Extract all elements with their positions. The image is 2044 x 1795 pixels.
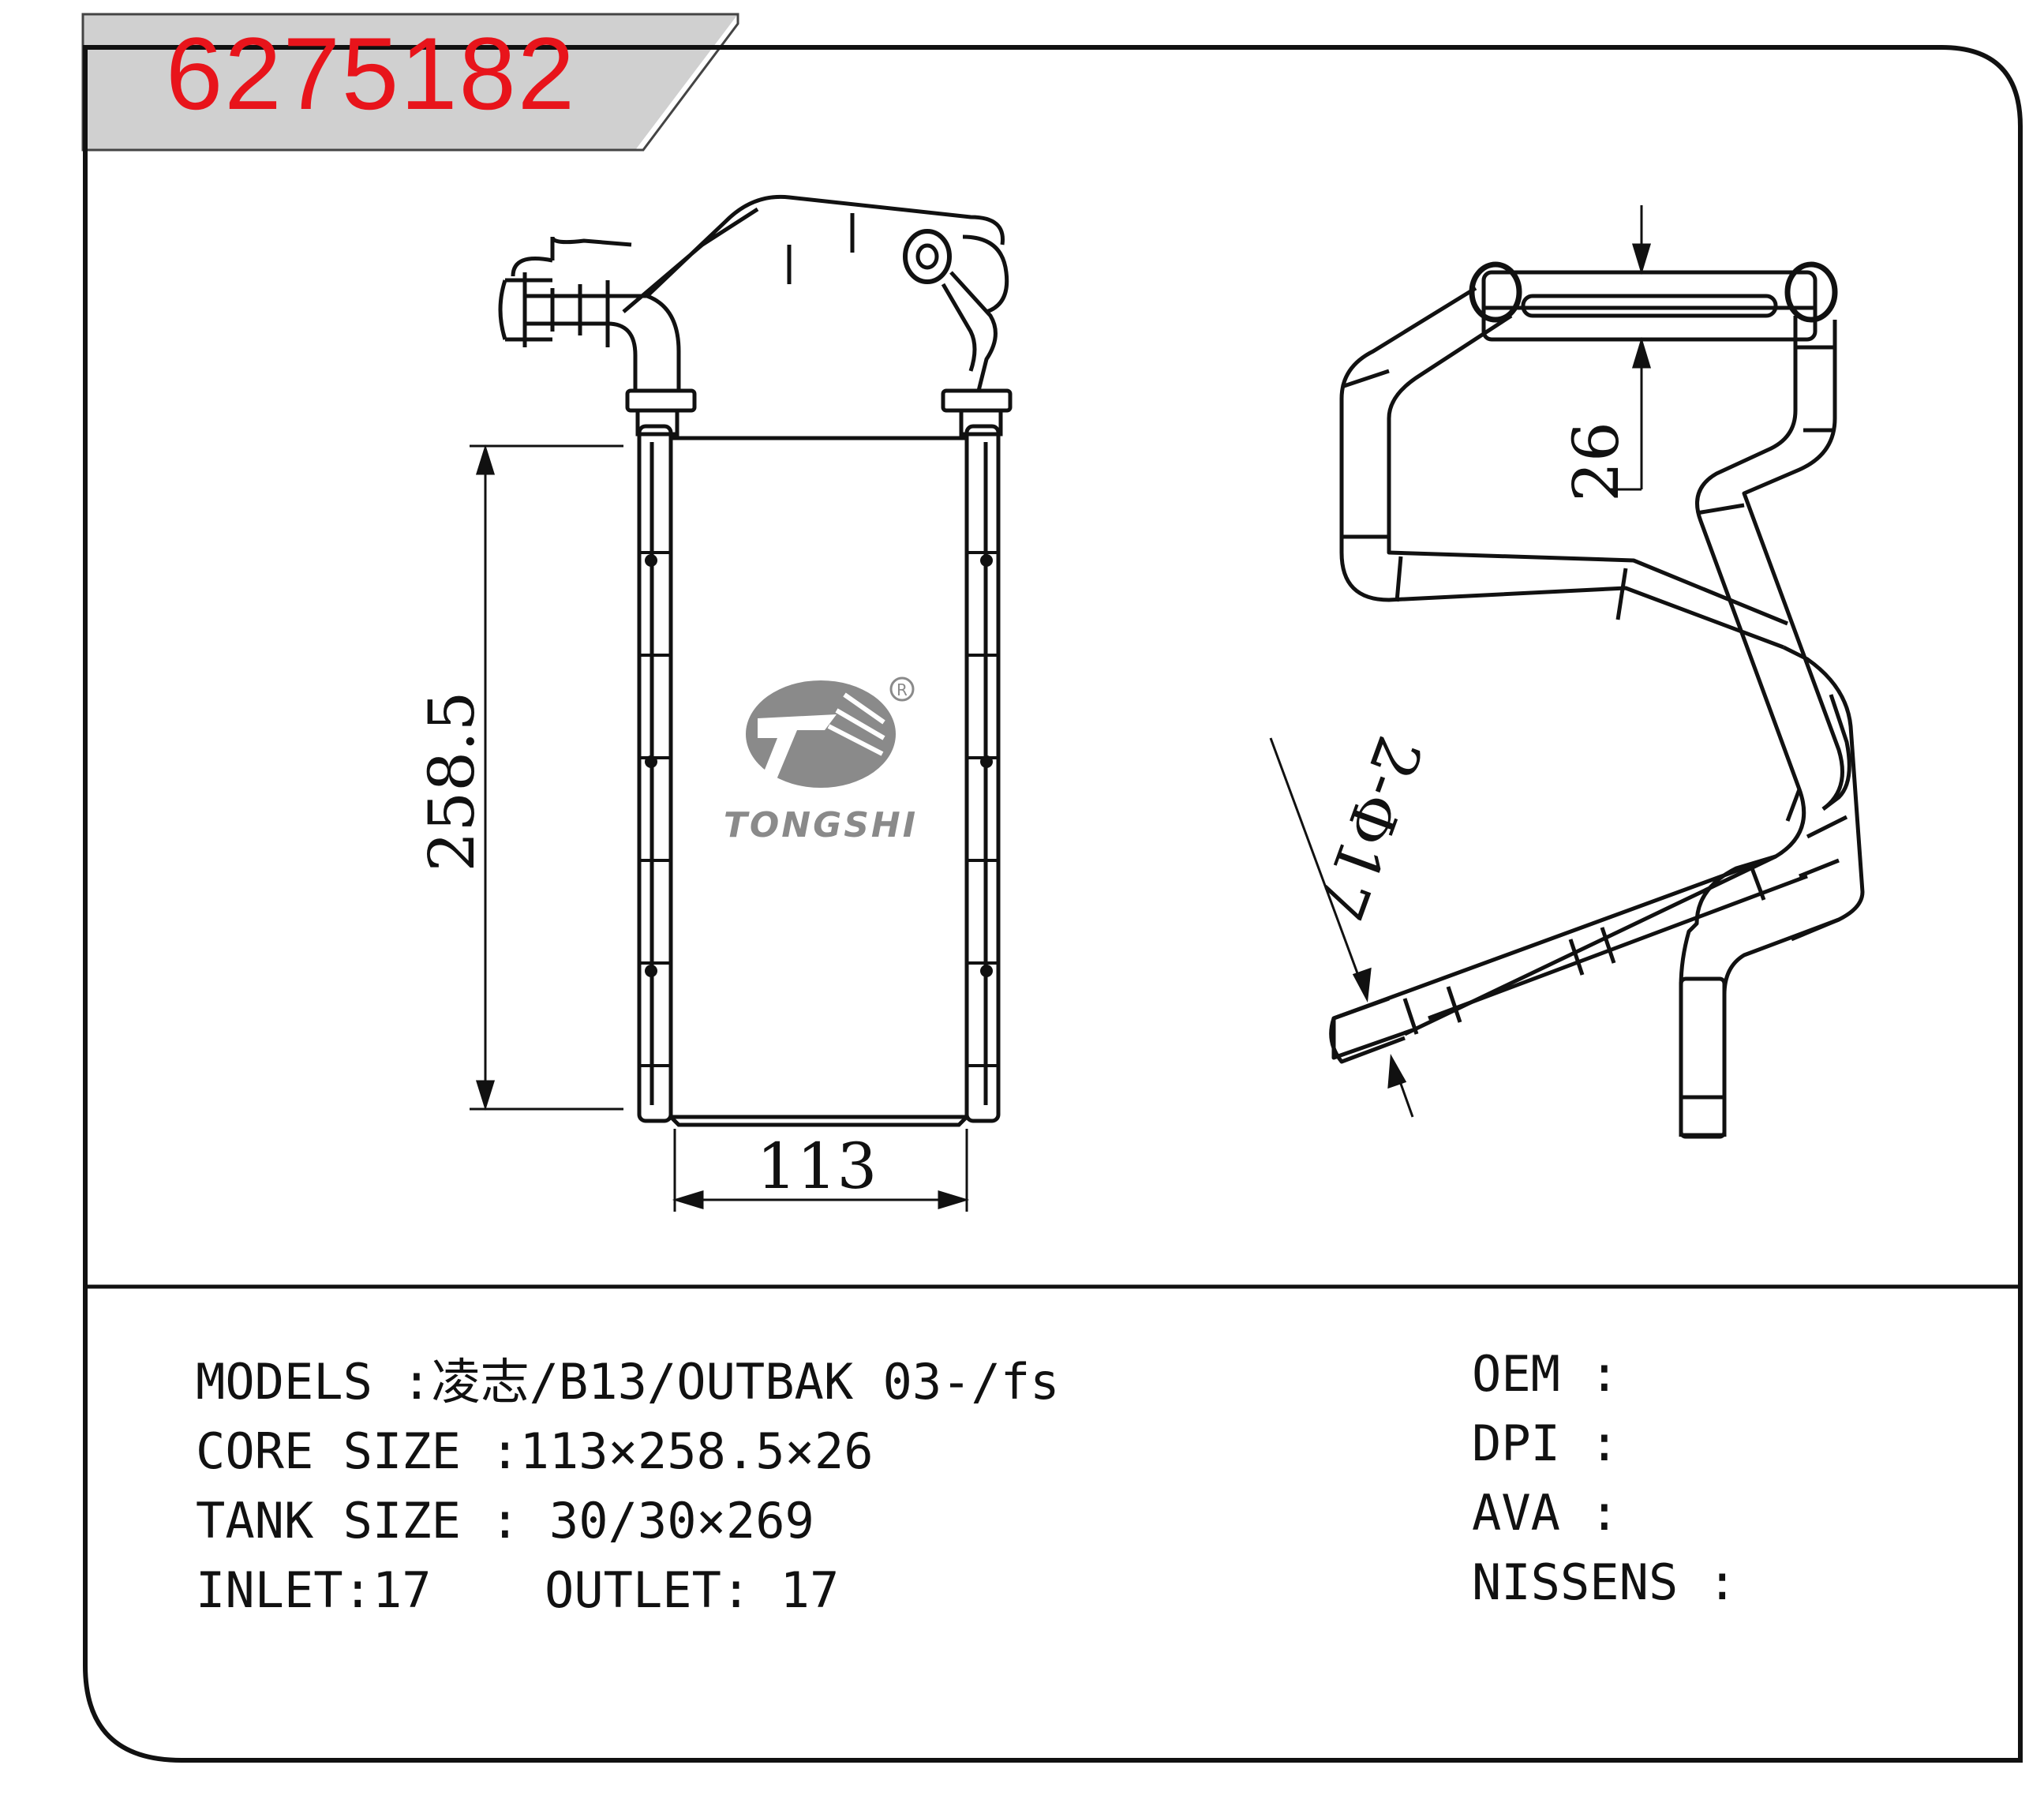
brand-name: TONGSHI <box>724 805 918 845</box>
xref-ava: AVA : <box>1472 1484 1619 1542</box>
front-dimensions <box>470 444 970 1212</box>
side-pipe-a <box>1339 286 1788 650</box>
front-view <box>498 194 1013 1127</box>
spec-models: MODELS :凌志/B13/OUTBAK 03-/fs <box>196 1353 1060 1411</box>
registered-mark: R <box>897 680 908 699</box>
front-pipe-upper <box>622 194 1005 313</box>
left-tank <box>637 424 673 1123</box>
core-depth-label: 26 <box>1559 422 1633 502</box>
xref-dpi: DPI : <box>1472 1415 1619 1472</box>
core-width-label: 113 <box>757 1130 878 1203</box>
xref-oem: OEM : <box>1472 1345 1619 1403</box>
front-pipe-left <box>525 294 681 391</box>
spec-tank-size: TANK SIZE : 30/30×269 <box>196 1492 814 1550</box>
side-outlet-pipe <box>1331 789 1808 1060</box>
registered-mark-icon <box>889 676 915 702</box>
tank-clips <box>639 551 998 1067</box>
spec-outlet: OUTLET: 17 <box>545 1561 840 1619</box>
xref-nissens: NISSENS : <box>1472 1553 1737 1611</box>
core-height-label: 258.5 <box>415 691 489 871</box>
pipe-diameter-callout: 2-Φ17 <box>1303 727 1434 929</box>
part-number: 6275182 <box>166 16 577 131</box>
spec-core-size: CORE SIZE :113×258.5×26 <box>196 1422 874 1480</box>
side-pipe-b <box>1403 316 1844 1036</box>
side-view <box>1329 261 1865 1139</box>
side-dimensions <box>1269 205 1652 1118</box>
outer-frame <box>83 45 2023 1763</box>
right-tank <box>964 424 1001 1123</box>
spec-inlet: INLET:17 <box>196 1561 432 1619</box>
brand-logo: R TONGSHI <box>724 676 918 845</box>
